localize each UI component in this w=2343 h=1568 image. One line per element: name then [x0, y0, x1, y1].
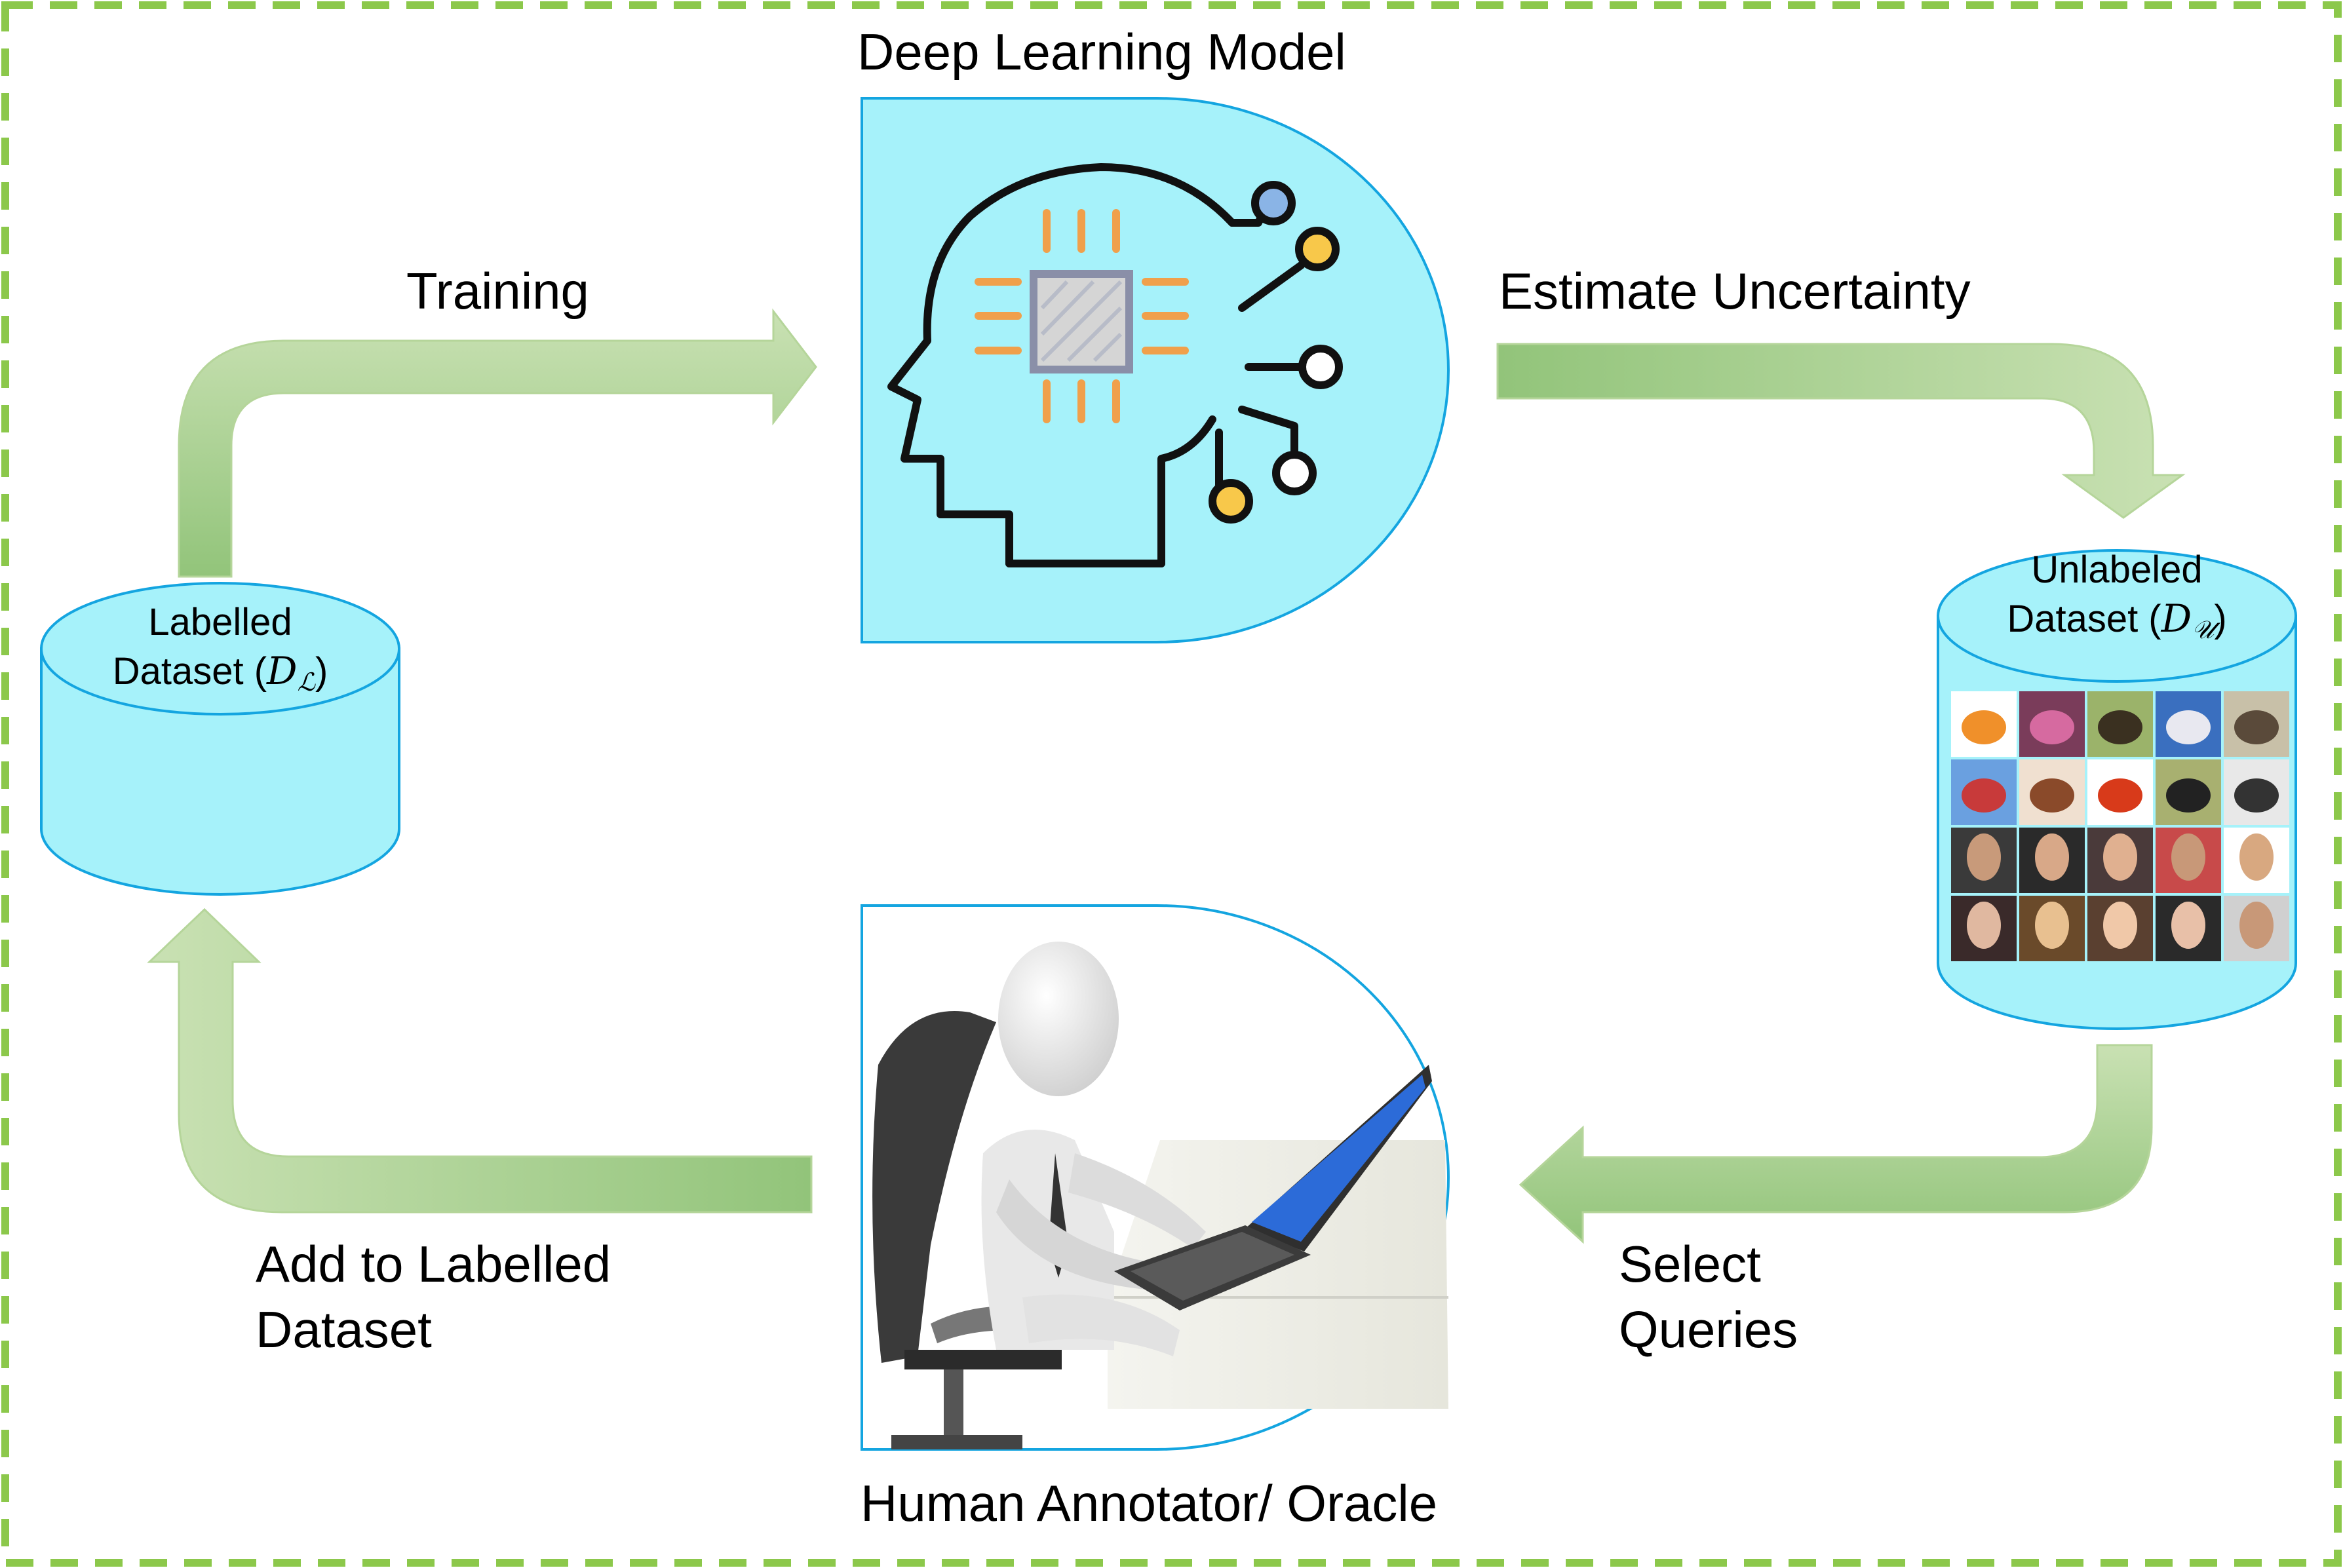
circuit-nodes — [1209, 181, 1343, 524]
estimate-arrow — [1496, 343, 2186, 519]
sample-image-subject — [2234, 710, 2279, 744]
unlabeled-dataset-prefix: Dataset ( — [2007, 598, 2161, 641]
labelled-dataset-symbol: D — [267, 649, 298, 694]
add-labelled-label: Add to Labelled Dataset — [256, 1232, 611, 1363]
select-queries-line1: Select — [1619, 1235, 1761, 1293]
sample-image-subject — [2171, 902, 2205, 949]
chip-pins — [975, 209, 1189, 423]
unlabeled-dataset-line1: Unlabeled — [2031, 548, 2203, 591]
chip-core — [1030, 270, 1133, 373]
sample-image-subject — [2098, 778, 2142, 813]
labelled-dataset-prefix: Dataset ( — [112, 650, 267, 693]
sample-image-subject — [2098, 710, 2142, 744]
estimate-uncertainty-label: Estimate Uncertainty — [1499, 262, 1971, 320]
sample-image-subject — [2030, 778, 2074, 813]
add-labelled-arrow — [147, 908, 813, 1214]
select-queries-label: Select Queries — [1619, 1232, 1798, 1363]
sample-image-subject — [2103, 833, 2137, 881]
sample-image-subject — [2239, 833, 2274, 881]
labelled-dataset-subscript: ℒ — [297, 668, 315, 697]
select-queries-line2: Queries — [1619, 1300, 1798, 1358]
person-laptop-icon — [872, 942, 1448, 1449]
sample-image-subject — [1967, 833, 2001, 881]
labelled-dataset-label: Labelled Dataset (Dℒ) — [89, 598, 351, 699]
sample-image-subject — [2166, 710, 2211, 744]
add-labelled-line1: Add to Labelled — [256, 1235, 611, 1293]
sample-image-subject — [2030, 710, 2074, 744]
oracle-label: Human Annotator/ Oracle — [861, 1474, 1438, 1532]
sample-image-subject — [2234, 778, 2279, 813]
model-title: Deep Learning Model — [857, 23, 1346, 81]
labelled-dataset-suffix: ) — [315, 650, 328, 693]
labelled-dataset-line1: Labelled — [148, 601, 292, 643]
unlabeled-dataset-symbol: D — [2161, 596, 2192, 641]
sample-images-grid — [1951, 691, 2289, 961]
sample-image-subject — [2239, 902, 2274, 949]
unlabeled-dataset-label: Unlabeled Dataset (D𝒰) — [1986, 545, 2248, 647]
sample-image-subject — [2166, 778, 2211, 813]
labelled-dataset-cylinder — [40, 582, 400, 896]
unlabeled-dataset-line2: Dataset (D𝒰) — [1986, 594, 2248, 646]
labelled-dataset-line2: Dataset (Dℒ) — [89, 647, 351, 698]
training-arrow — [178, 308, 817, 578]
sample-image-subject — [2171, 833, 2205, 881]
sample-image-subject — [2035, 833, 2069, 881]
unlabeled-dataset-subscript: 𝒰 — [2192, 615, 2215, 645]
unlabeled-dataset-suffix: ) — [2214, 598, 2227, 641]
select-queries-arrow — [1519, 1044, 2153, 1244]
sample-image-subject — [1962, 778, 2006, 813]
sample-image-subject — [2035, 902, 2069, 949]
sample-image-subject — [2103, 902, 2137, 949]
sample-image-subject — [1967, 902, 2001, 949]
sample-image-subject — [1962, 710, 2006, 744]
add-labelled-line2: Dataset — [256, 1300, 432, 1358]
training-label: Training — [406, 262, 589, 320]
brain-chip-icon — [887, 163, 1308, 567]
